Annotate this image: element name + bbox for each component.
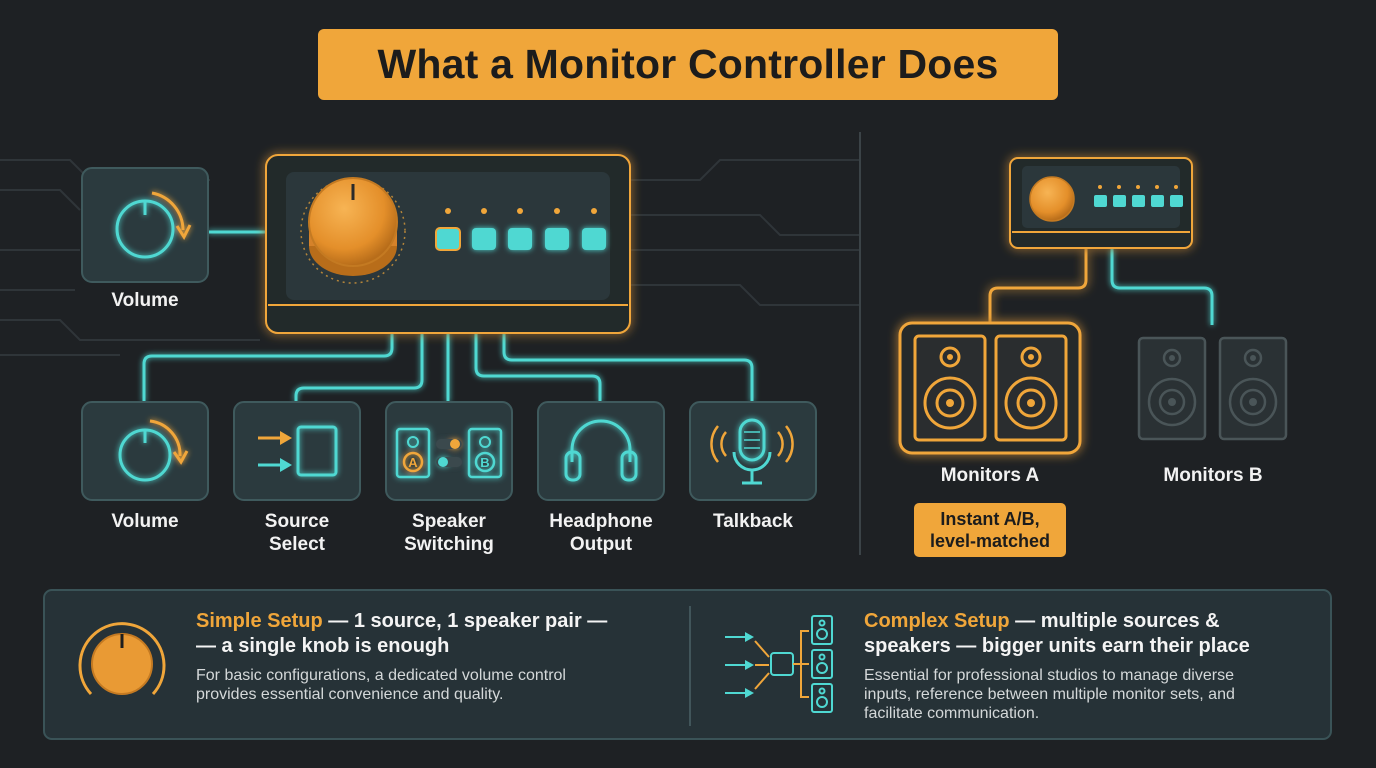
simple-desc-line2: provides essential convenience and quali… <box>196 686 504 703</box>
speaker-switch-icon <box>395 427 503 479</box>
simple-setup-highlight: Simple Setup <box>196 610 323 632</box>
complex-setup-section: Complex Setup — multiple sources & speak… <box>864 609 1314 723</box>
routing-diagram-icon <box>725 615 833 713</box>
feature-label-speaker-switching: Speaker Switching <box>404 511 494 555</box>
feature-tile-source-select <box>233 401 361 501</box>
monitors-a-label: Monitors A <box>940 465 1040 486</box>
complex-desc-line1: Essential for professional studios to ma… <box>864 667 1234 684</box>
microphone-icon <box>710 418 794 485</box>
simple-setup-title-line2: — a single knob is enough <box>196 635 450 657</box>
monitors-b-label: Monitors B <box>1163 465 1263 486</box>
monitors-b-pair <box>1137 336 1288 441</box>
simple-setup-description: For basic configurations, a dedicated vo… <box>196 666 666 704</box>
feature-tile-headphone-output <box>537 401 665 501</box>
monitors-a-pair <box>898 321 1082 455</box>
feature-tile-talkback <box>689 401 817 501</box>
feature-tile-volume <box>81 401 209 501</box>
feature-label-volume: Volume <box>111 511 179 532</box>
simple-desc-line1: For basic configurations, a dedicated vo… <box>196 667 566 684</box>
complex-desc-line2: inputs, reference between multiple monit… <box>864 686 1235 703</box>
speaker-letter-b: B <box>480 455 489 470</box>
connector-lines <box>142 230 754 402</box>
simple-setup-title: Simple Setup — 1 source, 1 speaker pair … <box>196 609 666 659</box>
complex-setup-description: Essential for professional studios to ma… <box>864 666 1314 723</box>
complex-setup-title-rest: — multiple sources & <box>1009 610 1220 632</box>
simple-knob-icon <box>78 622 166 696</box>
feature-tile-speaker-switching: A B <box>385 401 513 501</box>
feature-label-headphone-output: Headphone Output <box>549 511 653 555</box>
headphones-icon <box>564 419 638 482</box>
complex-setup-highlight: Complex Setup <box>864 610 1010 632</box>
ab-badge-line1: Instant A/B, <box>940 509 1040 529</box>
speaker-icon <box>994 334 1068 442</box>
complex-desc-line3: facilitate communication. <box>864 705 1040 722</box>
feature-label-talkback: Talkback <box>713 511 793 532</box>
source-select-icon <box>258 425 338 477</box>
complex-setup-title-line2: speakers — bigger units earn their place <box>864 635 1250 657</box>
setup-comparison-panel: Simple Setup — 1 source, 1 speaker pair … <box>43 589 1332 740</box>
simple-setup-section: Simple Setup — 1 source, 1 speaker pair … <box>196 609 666 704</box>
simple-setup-title-rest: — 1 source, 1 speaker pair — <box>322 610 608 632</box>
speaker-icon <box>913 334 987 442</box>
circuit-traces <box>0 159 860 356</box>
top-volume-tile <box>81 167 209 283</box>
panel-graphics <box>78 606 833 726</box>
speaker-icon <box>1218 336 1288 441</box>
main-volume-knob-icon <box>300 177 406 284</box>
ab-badge-line2: level-matched <box>929 531 1051 551</box>
complex-setup-title: Complex Setup — multiple sources & speak… <box>864 609 1314 659</box>
speaker-icon <box>1137 336 1207 441</box>
top-volume-label: Volume <box>111 290 179 311</box>
monitor-controller-device <box>265 154 631 334</box>
title-banner: What a Monitor Controller Does <box>318 29 1058 100</box>
source-selector-buttons <box>435 208 606 251</box>
feature-label-source-select: Source Select <box>264 511 330 555</box>
volume-knob-icon <box>115 191 192 259</box>
monitor-connectors <box>988 248 1214 325</box>
page-title: What a Monitor Controller Does <box>377 41 999 87</box>
volume-knob-icon <box>118 419 189 482</box>
ab-badge: Instant A/B, level-matched <box>914 503 1066 557</box>
speaker-letter-a: A <box>408 455 418 470</box>
small-controller-device <box>1009 157 1193 249</box>
